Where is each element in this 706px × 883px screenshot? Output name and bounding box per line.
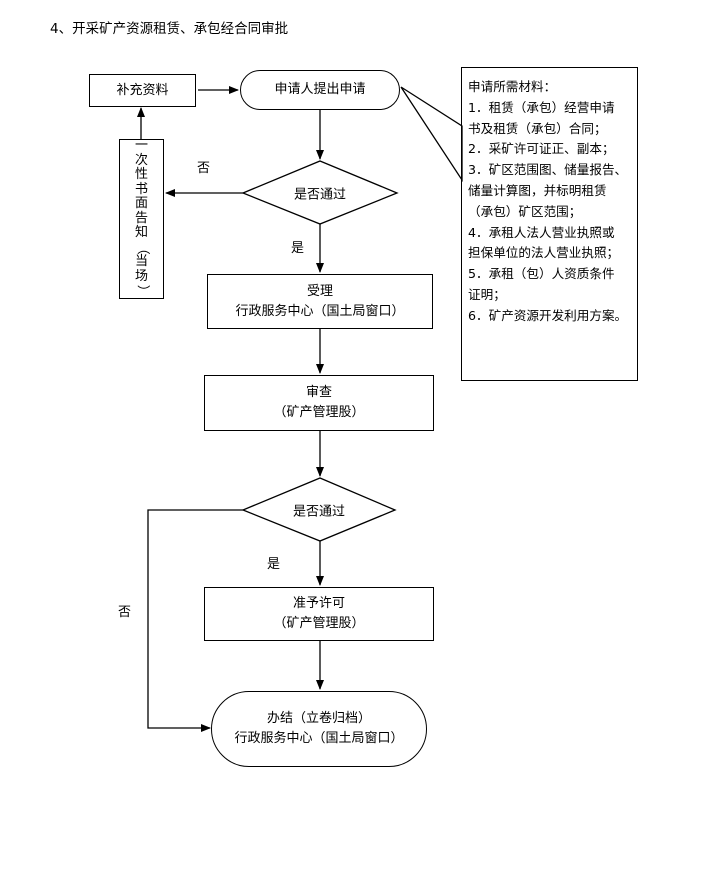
materials-line: 3．矿区范围图、储量报告、 [468, 162, 628, 178]
materials-line: （承包）矿区范围； [468, 203, 582, 219]
materials-line: 6．矿产资源开发利用方案。 [468, 307, 628, 323]
finish-label-line2: 行政服务中心（国土局窗口） [234, 731, 404, 746]
edge-label-yes2: 是 [267, 557, 281, 572]
materials-callout [400, 86, 463, 183]
materials-line: 申请所需材料： [468, 79, 557, 94]
notice-char: 知 [134, 225, 148, 241]
materials-line: 证明； [468, 286, 506, 302]
supplement-box: 补充资料 [89, 74, 196, 107]
notice-char: 书 [134, 181, 148, 197]
review-label-line2: （矿产管理股） [273, 405, 365, 420]
decision2-label: 是否通过 [292, 504, 346, 520]
arrow-decision2-no [147, 509, 243, 732]
notice-char: 性 [134, 167, 148, 183]
notice-char: 当 [134, 254, 148, 270]
notice-char: 一 [134, 138, 148, 154]
notice-box: 一 次 性 书 面 告 知 （ 当 场 ） [119, 139, 164, 299]
materials-line: 储量计算图，并标明租赁 [468, 182, 607, 198]
notice-text: 一 次 性 书 面 告 知 （ 当 场 ） [134, 138, 150, 299]
review-box: 审查 （矿产管理股） [204, 375, 434, 431]
notice-char: （ [134, 241, 150, 255]
notice-char: 场 [134, 268, 148, 284]
materials-box: 申请所需材料： 1．租赁（承包）经营申请 书及租赁（承包）合同； 2．采矿许可证… [461, 67, 638, 381]
accept-box: 受理 行政服务中心（国土局窗口） [207, 274, 433, 329]
approve-box: 准予许可 （矿产管理股） [204, 587, 434, 641]
notice-char: 次 [134, 152, 148, 168]
accept-label-line2: 行政服务中心（国土局窗口） [235, 303, 405, 319]
review-label-line1: 审查 [305, 385, 332, 400]
finish-node: 办结（立卷归档） 行政服务中心（国土局窗口） [211, 691, 427, 767]
approve-label-line2: （矿产管理股） [273, 616, 365, 631]
decision1-label: 是否通过 [293, 187, 347, 203]
materials-line: 5．承租（包）人资质条件 [468, 266, 615, 282]
supplement-label: 补充资料 [116, 82, 169, 98]
accept-label-line1: 受理 [306, 283, 333, 299]
notice-char: 面 [134, 196, 148, 212]
apply-label: 申请人提出申请 [274, 82, 366, 97]
edge-label-yes1: 是 [291, 241, 305, 256]
materials-line: 担保单位的法人营业执照； [468, 245, 620, 261]
edge-label-no1: 否 [197, 161, 211, 176]
approve-label-line1: 准予许可 [292, 596, 345, 611]
apply-node: 申请人提出申请 [240, 70, 400, 110]
page-title: 4、开采矿产资源租赁、承包经合同审批 [50, 21, 289, 37]
finish-label-line1: 办结（立卷归档） [266, 711, 371, 726]
materials-line: 1．租赁（承包）经营申请 [468, 99, 615, 115]
materials-line: 4．承租人法人营业执照或 [468, 224, 615, 240]
notice-char: ） [134, 284, 150, 299]
materials-line: 2．采矿许可证正、副本； [468, 141, 615, 157]
notice-char: 告 [134, 210, 148, 226]
materials-line: 书及租赁（承包）合同； [468, 120, 607, 136]
edge-label-no2: 否 [118, 605, 132, 620]
